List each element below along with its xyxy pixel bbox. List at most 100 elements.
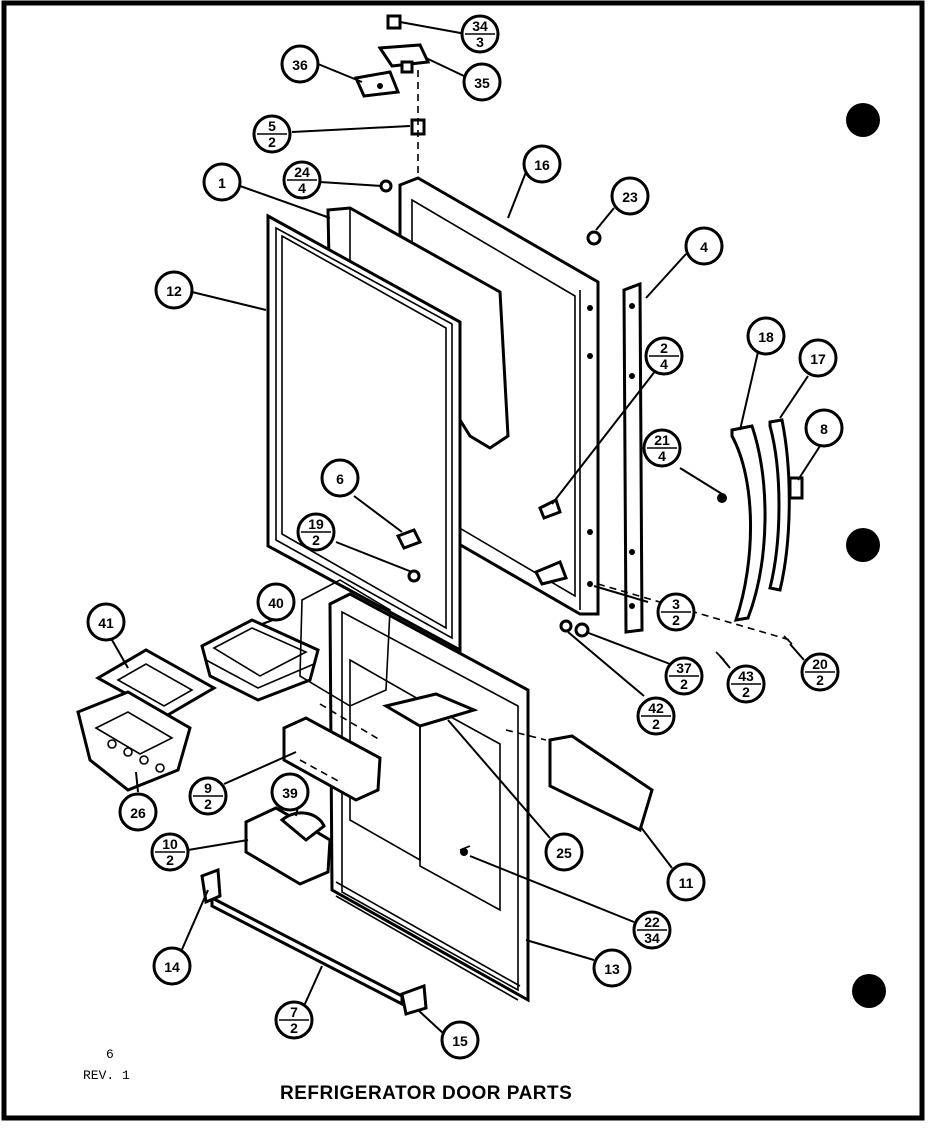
callout-quantity: 2 [652, 716, 660, 732]
callout-10-2: 102 [150, 832, 190, 872]
binder-hole-bottom [852, 974, 886, 1008]
callout-number: 26 [130, 805, 146, 821]
freezer-door-assembly [266, 176, 600, 653]
callout-number: 9 [204, 780, 212, 796]
callout-number: 14 [164, 959, 180, 975]
door-trim-strip [379, 179, 644, 634]
callout-6: 6 [320, 458, 360, 498]
callout-34-3: 343 [460, 14, 500, 54]
callout-14: 14 [152, 946, 192, 986]
callout-quantity: 4 [658, 448, 666, 464]
callout-20-2: 202 [800, 652, 840, 692]
callout-18: 18 [746, 316, 786, 356]
callout-12: 12 [154, 270, 194, 310]
fresh-food-door-assembly [76, 579, 654, 1016]
callout-number: 40 [268, 595, 284, 611]
callout-35: 35 [462, 62, 502, 102]
callout-number: 42 [648, 700, 664, 716]
callout-8: 8 [804, 408, 844, 448]
callout-quantity: 2 [268, 134, 276, 150]
callout-quantity: 2 [166, 852, 174, 868]
callout-number: 2 [660, 340, 668, 356]
top-hinge-assembly [353, 14, 431, 178]
callout-quantity: 2 [816, 672, 824, 688]
callout-41: 41 [86, 602, 126, 642]
callout-number: 12 [166, 283, 182, 299]
callout-number: 24 [294, 164, 310, 180]
callout-number: 7 [290, 1004, 298, 1020]
callout-4: 4 [684, 226, 724, 266]
callout-37-2: 372 [664, 656, 704, 696]
callout-number: 34 [472, 18, 488, 34]
callout-number: 3 [672, 596, 680, 612]
callout-number: 36 [292, 57, 308, 73]
callout-number: 1 [218, 175, 226, 191]
callout-quantity: 2 [672, 612, 680, 628]
callout-3-2: 32 [656, 592, 696, 632]
callout-quantity: 34 [644, 930, 660, 946]
callout-1: 1 [202, 162, 242, 202]
callout-36: 36 [280, 44, 320, 84]
callout-quantity: 2 [312, 532, 320, 548]
callout-23: 23 [610, 176, 650, 216]
callout-15: 15 [440, 1020, 480, 1060]
callout-number: 25 [556, 845, 572, 861]
callout-number: 4 [700, 239, 708, 255]
callout-number: 23 [622, 189, 638, 205]
callout-quantity: 2 [742, 684, 750, 700]
callout-number: 10 [162, 836, 178, 852]
diagram-title: REFRIGERATOR DOOR PARTS [280, 1083, 573, 1104]
callout-number: 35 [474, 75, 490, 91]
callout-quantity: 3 [476, 34, 484, 50]
callout-quantity: 4 [298, 180, 306, 196]
callout-7-2: 72 [274, 1000, 314, 1040]
callout-number: 19 [308, 516, 324, 532]
callout-quantity: 2 [680, 676, 688, 692]
callout-number: 20 [812, 656, 828, 672]
callout-17: 17 [798, 338, 838, 378]
callout-number: 43 [738, 668, 754, 684]
callout-quantity: 2 [290, 1020, 298, 1036]
callout-40: 40 [256, 582, 296, 622]
callout-9-2: 92 [188, 776, 228, 816]
page-number: 6 [106, 1047, 114, 1062]
callout-5-2: 52 [252, 114, 292, 154]
callout-16: 16 [522, 144, 562, 184]
callout-number: 13 [604, 961, 620, 977]
callout-number: 15 [452, 1033, 468, 1049]
callout-42-2: 422 [636, 696, 676, 736]
callout-number: 5 [268, 118, 276, 134]
callout-number: 6 [336, 471, 344, 487]
callout-39: 39 [270, 772, 310, 812]
leader-lines [111, 21, 821, 1035]
callout-number: 21 [654, 432, 670, 448]
callout-number: 41 [98, 615, 114, 631]
callout-number: 18 [758, 329, 774, 345]
callout-number: 8 [820, 421, 828, 437]
revision-label: REV. 1 [83, 1068, 130, 1083]
callout-11: 11 [666, 862, 706, 902]
callout-number: 11 [679, 875, 694, 891]
callout-19-2: 192 [296, 512, 336, 552]
callout-26: 26 [118, 792, 158, 832]
binder-hole-middle [846, 528, 880, 562]
callout-quantity: 2 [204, 796, 212, 812]
binder-hole-top [846, 103, 880, 137]
callout-21-4: 214 [642, 428, 682, 468]
callout-quantity: 4 [660, 356, 668, 372]
callout-2-4: 24 [644, 336, 684, 376]
callout-13: 13 [592, 948, 632, 988]
callout-number: 37 [676, 660, 692, 676]
callout-number: 17 [810, 351, 826, 367]
callout-number: 16 [534, 157, 550, 173]
callout-24-4: 244 [282, 160, 322, 200]
callout-number: 22 [644, 914, 660, 930]
callout-25: 25 [544, 832, 584, 872]
callout-number: 39 [282, 785, 298, 801]
callout-43-2: 432 [726, 664, 766, 704]
